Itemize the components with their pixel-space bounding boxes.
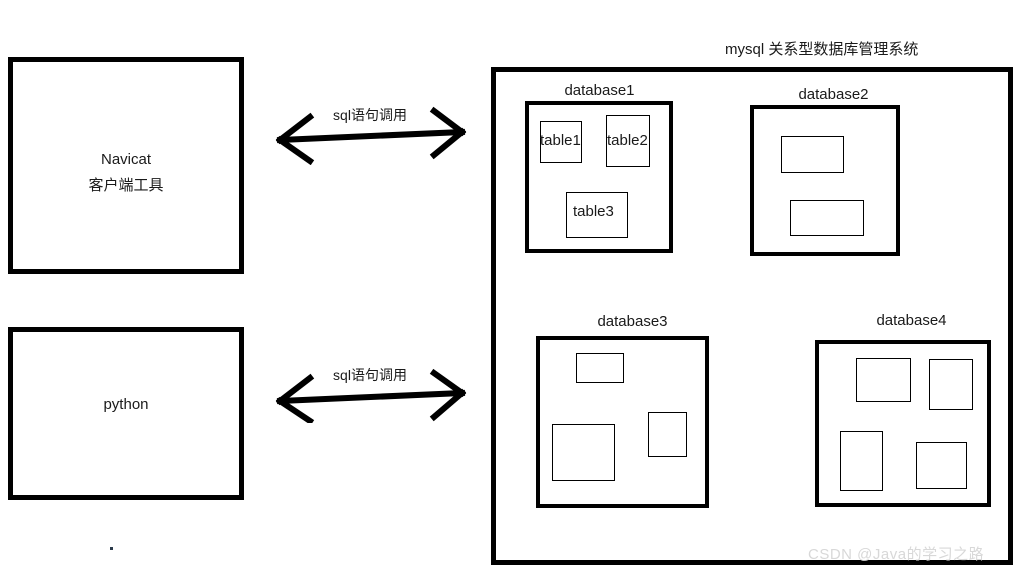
table-box bbox=[566, 192, 628, 238]
navicat-label-line2: 客户端工具 bbox=[88, 177, 164, 194]
client-box-python: python bbox=[8, 327, 244, 500]
table-box bbox=[916, 442, 967, 489]
navicat-text-stack: Navicat 客户端工具 bbox=[13, 147, 239, 199]
python-label-line1: python bbox=[103, 396, 149, 413]
database-label-database2: database2 bbox=[798, 86, 869, 103]
csdn-watermark: CSDN @Java的学习之路 bbox=[808, 546, 985, 563]
arrow-bottom-label: sql语句调用 bbox=[333, 367, 407, 383]
table-box bbox=[856, 358, 911, 402]
table-box bbox=[648, 412, 687, 457]
server-title: mysql 关系型数据库管理系统 bbox=[725, 41, 919, 58]
table-box bbox=[840, 431, 883, 491]
table-label: table3 bbox=[573, 203, 614, 220]
table-label: table1 bbox=[540, 132, 581, 149]
table-box bbox=[540, 121, 582, 163]
client-box-navicat: Navicat 客户端工具 bbox=[8, 57, 244, 274]
arrow-sql-call-top: sql语句调用 bbox=[270, 105, 470, 165]
table-box bbox=[790, 200, 864, 236]
table-box bbox=[576, 353, 624, 383]
navicat-label-line1: Navicat bbox=[100, 151, 152, 168]
double-arrow-icon bbox=[275, 106, 467, 165]
table-box bbox=[781, 136, 844, 173]
table-box bbox=[606, 115, 650, 167]
table-box bbox=[552, 424, 615, 481]
python-text-stack: python bbox=[13, 392, 239, 418]
double-arrow-icon bbox=[275, 368, 467, 423]
arrow-top-label: sql语句调用 bbox=[333, 107, 407, 123]
database-label-database4: database4 bbox=[876, 312, 947, 329]
arrow-sql-call-bottom: sql语句调用 bbox=[270, 365, 470, 423]
database-label-database1: database1 bbox=[564, 82, 635, 99]
table-box bbox=[929, 359, 973, 410]
database-label-database3: database3 bbox=[597, 313, 668, 330]
stray-dot-mark bbox=[110, 547, 113, 550]
table-label: table2 bbox=[607, 132, 648, 149]
